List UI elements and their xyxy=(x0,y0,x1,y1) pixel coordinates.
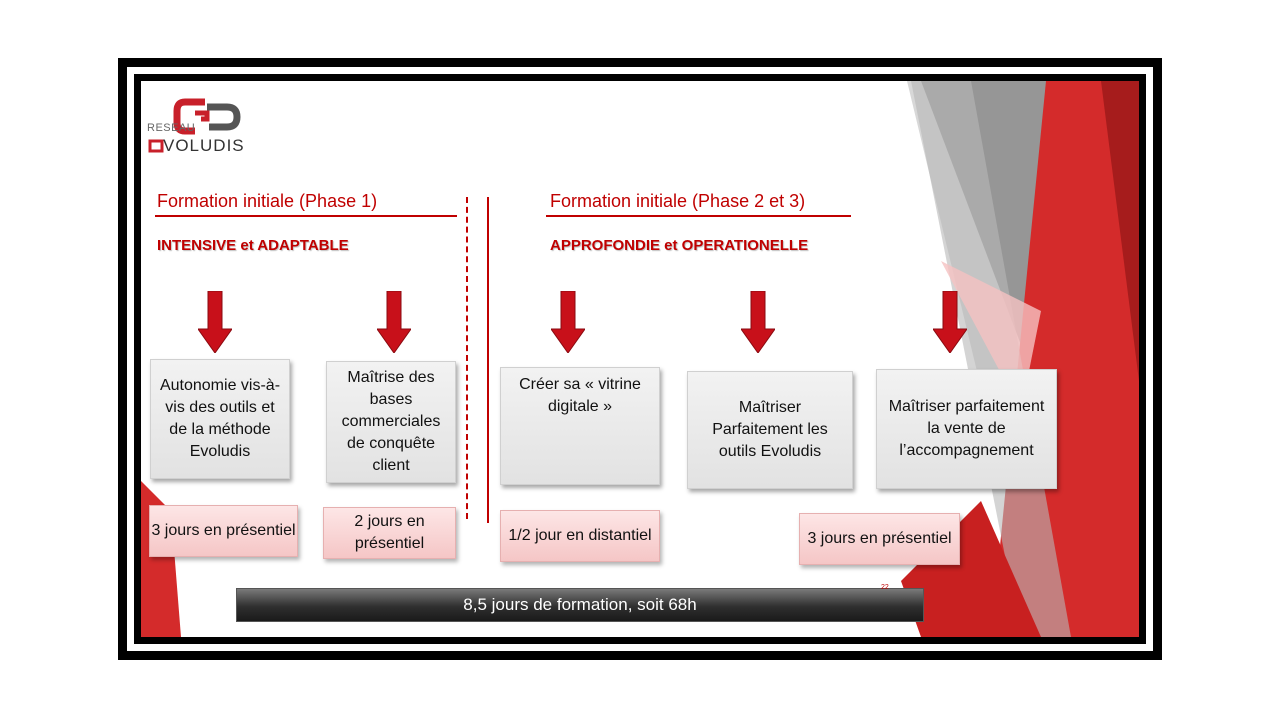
divider-dashed xyxy=(466,197,468,519)
total-text: 8,5 jours de formation, soit 68h xyxy=(463,595,697,614)
deco-red-bottom xyxy=(901,501,1041,637)
deco-red-dark xyxy=(1101,81,1139,381)
phase23-subtitle: APPROFONDIE et OPERATIONELLE xyxy=(550,237,809,254)
phase23-title: Formation initiale (Phase 2 et 3) xyxy=(550,191,806,211)
slide: RESEAU VOLUDIS Formation initiale (Phase… xyxy=(141,81,1139,637)
box-vitrine-text: Créer sa « vitrine digitale » xyxy=(519,376,641,415)
box-maitriser-vente: Maîtriser parfaitement la vente de l’acc… xyxy=(876,369,1057,489)
box-maitriser-outils-text: Maîtriser Parfaitement les outils Evolud… xyxy=(712,399,828,460)
duration-badge: 3 jours en présentiel xyxy=(149,505,298,557)
duration-text: 1/2 jour en distantiel xyxy=(508,527,652,544)
duration-text: 3 jours en présentiel xyxy=(807,530,952,547)
duration-badge: 2 jours en présentiel xyxy=(323,507,456,559)
box-autonomie-text: Autonomie vis-à-vis des outils et de la … xyxy=(159,377,281,460)
duration-badge: 3 jours en présentiel xyxy=(799,513,960,565)
logo-text-evoludis: VOLUDIS xyxy=(163,136,245,155)
phase1-rule xyxy=(155,215,457,217)
box-maitriser-vente-text: Maîtriser parfaitement la vente de l’acc… xyxy=(888,398,1045,459)
page-number: 22 xyxy=(881,584,889,591)
phase1-title: Formation initiale (Phase 1) xyxy=(157,191,378,211)
box-maitriser-outils: Maîtriser Parfaitement les outils Evolud… xyxy=(687,371,853,489)
arrow-down-icon xyxy=(551,291,585,353)
arrow-down-icon xyxy=(198,291,232,353)
duration-badge: 1/2 jour en distantiel xyxy=(500,510,660,562)
duration-text: 3 jours en présentiel xyxy=(151,522,296,539)
phase23-rule xyxy=(546,215,851,217)
logo-icon xyxy=(148,98,241,153)
total-bar: 8,5 jours de formation, soit 68h xyxy=(236,588,924,622)
phase1-subtitle: INTENSIVE et ADAPTABLE xyxy=(157,237,349,254)
deco-grey-stripe xyxy=(911,81,1071,637)
divider-solid xyxy=(487,197,489,523)
arrow-down-icon xyxy=(933,291,967,353)
background-decoration xyxy=(141,81,1139,637)
arrow-down-icon xyxy=(741,291,775,353)
box-autonomie: Autonomie vis-à-vis des outils et de la … xyxy=(150,359,290,479)
duration-text: 2 jours en présentiel xyxy=(354,513,425,552)
box-maitrise-bases: Maîtrise des bases commerciales de conqu… xyxy=(326,361,456,483)
logo-text-reseau: RESEAU xyxy=(147,122,196,134)
box-maitrise-bases-text: Maîtrise des bases commerciales de conqu… xyxy=(341,369,441,474)
arrow-down-icon xyxy=(377,291,411,353)
box-vitrine: Créer sa « vitrine digitale » xyxy=(500,367,660,485)
